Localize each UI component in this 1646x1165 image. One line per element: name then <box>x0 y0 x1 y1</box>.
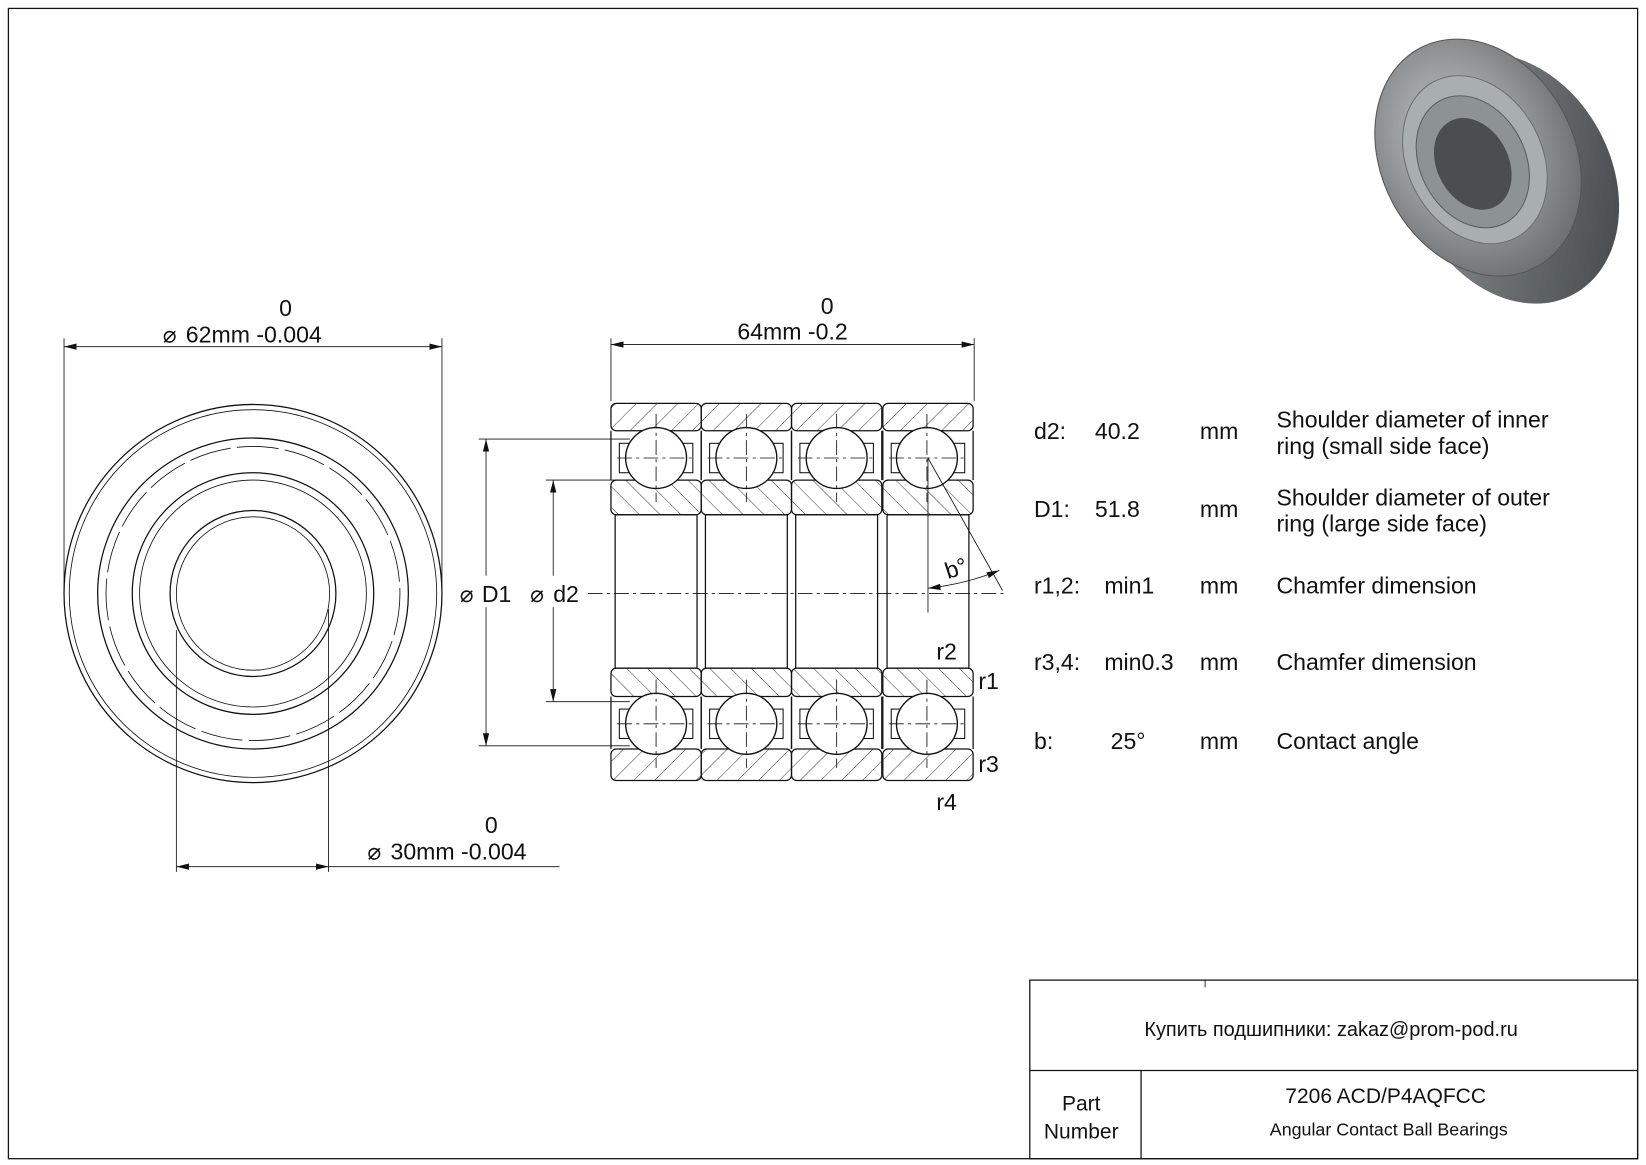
spec-description: Chamfer dimension <box>1276 649 1476 675</box>
bearing-section-3 <box>790 402 883 782</box>
spec-value: 40.2 <box>1095 418 1140 444</box>
spec-unit: mm <box>1200 728 1238 754</box>
spec-key: b: <box>1034 728 1053 754</box>
r2-label: r2 <box>936 639 957 665</box>
width-label: 64mm -0.2 <box>737 318 847 344</box>
spec-row: r3,4: min0.3 mm Chamfer dimension <box>1034 649 1477 675</box>
bearing-section-1 <box>610 402 702 782</box>
spec-unit: mm <box>1200 573 1238 599</box>
spec-description-2: ring (small side face) <box>1276 433 1489 459</box>
spec-description: Chamfer dimension <box>1276 573 1476 599</box>
spec-key: r1,2: <box>1034 573 1080 599</box>
angle-label: b° <box>941 552 970 584</box>
spec-description: Shoulder diameter of inner <box>1276 407 1548 433</box>
width-tolerance-upper: 0 <box>821 293 834 319</box>
bore-diameter-label: 30mm -0.004 <box>391 838 527 864</box>
D1-symbol: ⌀ <box>460 581 474 607</box>
part-label-2: Number <box>1044 1121 1119 1144</box>
r1-label: r1 <box>978 668 999 694</box>
title-block: Купить подшипники: zakaz@prom-pod.ru Par… <box>1029 979 1639 1160</box>
outer-diameter-symbol: ⌀ <box>163 321 177 347</box>
front-view <box>63 403 443 784</box>
spec-unit: mm <box>1200 418 1238 444</box>
bearing-3d-render <box>1374 38 1620 304</box>
outer-diameter-dimension: 0 ⌀ 62mm -0.004 <box>63 295 443 589</box>
spec-description-2: ring (large side face) <box>1276 511 1486 537</box>
spec-row: d2: 40.2 mm Shoulder diameter of innerring … <box>1034 407 1549 459</box>
r4-label: r4 <box>936 789 957 815</box>
bearing-section-2 <box>700 402 793 782</box>
d2-symbol: ⌀ <box>530 581 544 607</box>
contact-text: Купить подшипники: zakaz@prom-pod.ru <box>1144 1019 1517 1041</box>
bore-tolerance-upper: 0 <box>485 812 498 838</box>
outer-diameter-tolerance-upper: 0 <box>279 295 292 321</box>
spec-unit: mm <box>1200 496 1238 522</box>
spec-key: d2: <box>1034 418 1066 444</box>
bore-diameter-symbol: ⌀ <box>367 838 381 864</box>
spec-row: r1,2: min1 mm Chamfer dimension <box>1034 573 1477 599</box>
part-number: 7206 ACD/P4AQFCC <box>1285 1085 1486 1108</box>
spec-value: min1 <box>1104 573 1154 599</box>
spec-key: r3,4: <box>1034 649 1080 675</box>
part-type: Angular Contact Ball Bearings <box>1270 1120 1508 1140</box>
sheet-border <box>7 7 1639 1160</box>
d2-label: d2 <box>553 581 579 607</box>
contact-angle: b° r2 r1 r3 r4 <box>927 457 1003 815</box>
D1-label: D1 <box>482 581 512 607</box>
spec-description: Contact angle <box>1276 728 1418 754</box>
spec-value: 51.8 <box>1095 496 1140 522</box>
spec-row: b: 25° mm Contact angle <box>1034 728 1419 754</box>
spec-description: Shoulder diameter of outer <box>1276 484 1550 510</box>
width-dimension: 0 64mm -0.2 <box>610 293 975 402</box>
outer-diameter-label: 62mm -0.004 <box>186 321 322 347</box>
spec-unit: mm <box>1200 649 1238 675</box>
spec-value: min0.3 <box>1104 649 1173 675</box>
cross-section-view <box>587 402 1008 782</box>
shoulder-dimensions: ⌀ D1 ⌀ d2 <box>457 438 630 747</box>
bore-diameter-dimension: 0 ⌀ 30mm -0.004 <box>175 609 560 872</box>
spec-value: 25° <box>1111 728 1146 754</box>
part-label-1: Part <box>1062 1092 1101 1115</box>
spec-key: D1: <box>1034 496 1070 522</box>
r3-label: r3 <box>978 751 999 777</box>
spec-row: D1: 51.8 mm Shoulder diameter of outerring … <box>1034 484 1550 536</box>
